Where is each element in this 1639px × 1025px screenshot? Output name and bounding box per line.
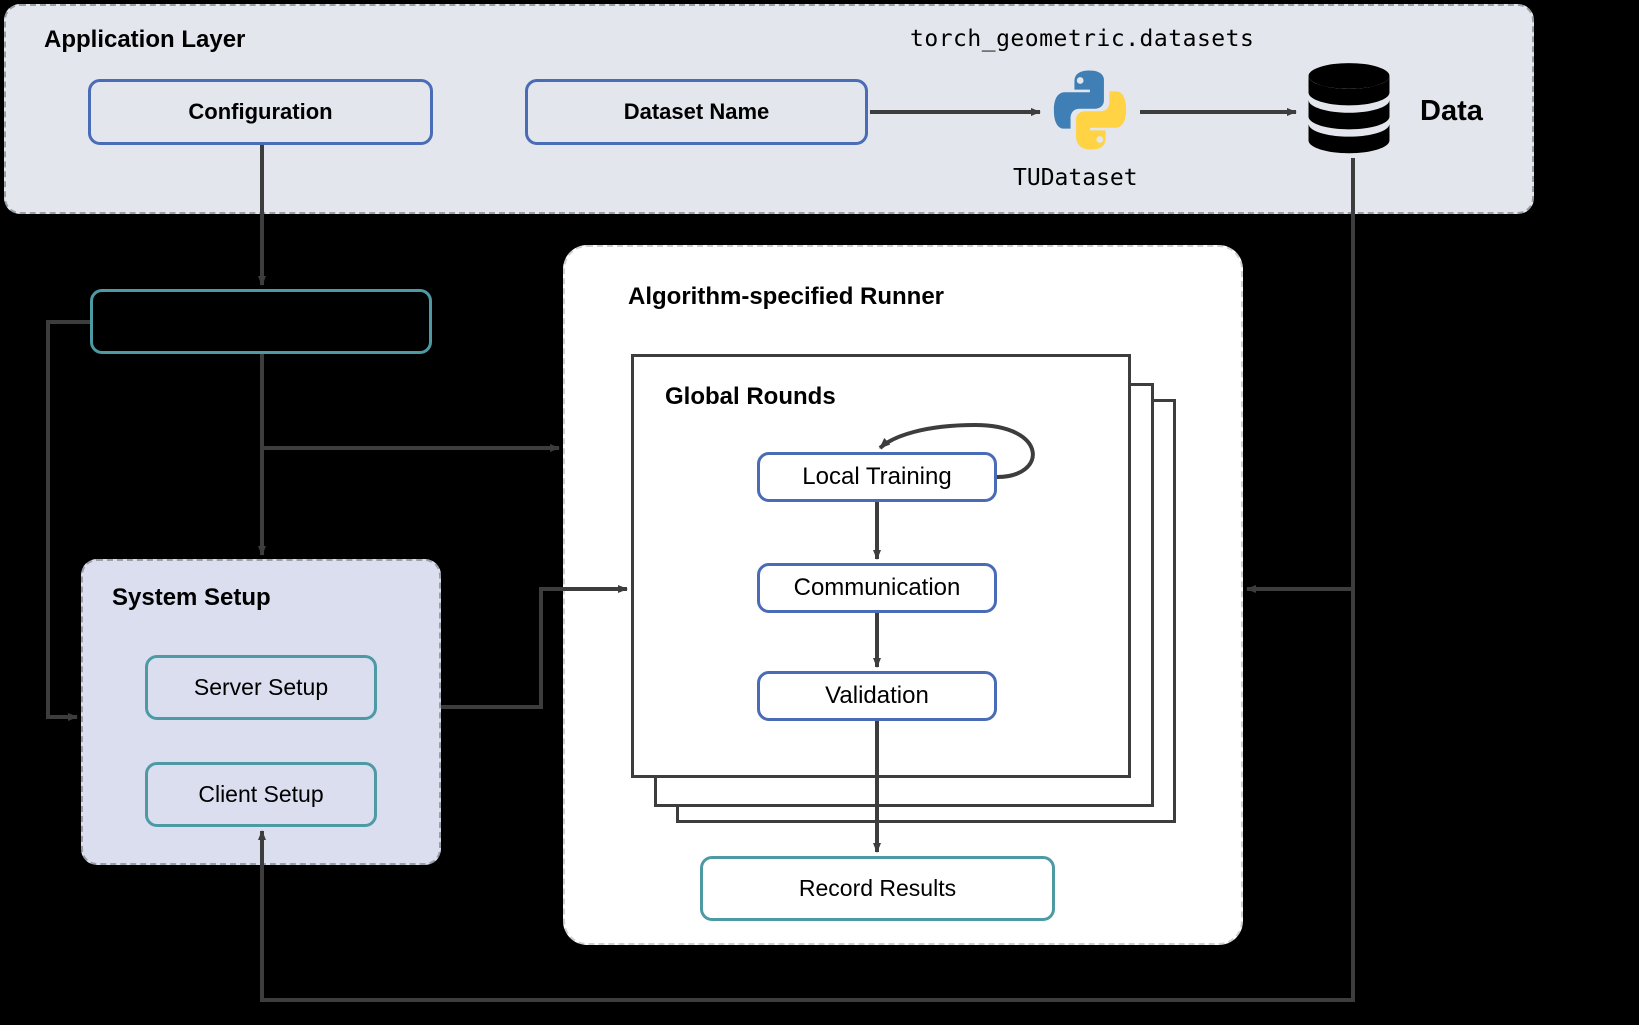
dataset-name-label: Dataset Name [623, 99, 770, 124]
dataset-name-box[interactable]: Dataset Name [525, 79, 868, 145]
application-layer-title: Application Layer [44, 26, 246, 53]
record-results-label: Record Results [798, 875, 957, 901]
client-setup-box[interactable]: Client Setup [145, 762, 377, 827]
communication-box[interactable]: Communication [757, 563, 997, 613]
data-label: Data [1420, 95, 1483, 127]
system-setup-title: System Setup [112, 584, 271, 611]
record-results-box[interactable]: Record Results [700, 856, 1055, 921]
validation-label: Validation [825, 682, 929, 709]
server-setup-box[interactable]: Server Setup [145, 655, 377, 720]
algorithm-runner-title: Algorithm-specified Runner [628, 283, 945, 310]
local-training-label: Local Training [802, 463, 952, 490]
validation-box[interactable]: Validation [757, 671, 997, 721]
configuration-label: Configuration [188, 99, 333, 124]
local-training-box[interactable]: Local Training [757, 452, 997, 502]
database-cylinder-icon [1308, 63, 1390, 154]
global-rounds-title: Global Rounds [665, 383, 836, 410]
arrow-data-to-runner [1246, 158, 1355, 593]
package-label: torch_geometric.datasets [910, 26, 1255, 52]
configuration-box[interactable]: Configuration [88, 79, 433, 145]
server-setup-label: Server Setup [193, 674, 329, 700]
tudataset-label: TUDataset [1013, 165, 1138, 191]
client-setup-label: Client Setup [198, 781, 324, 807]
python-logo-icon [1053, 70, 1127, 150]
blank-config-box[interactable] [90, 289, 432, 354]
communication-label: Communication [793, 574, 961, 601]
